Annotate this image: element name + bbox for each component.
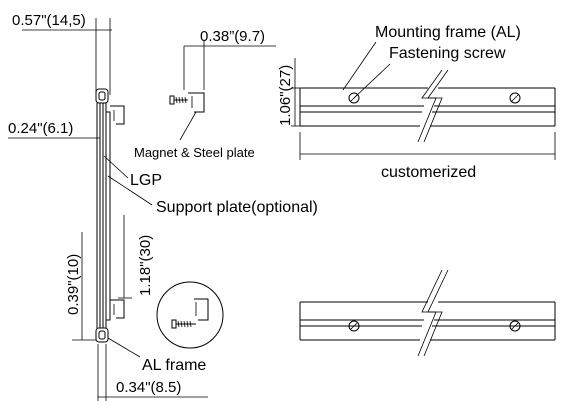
screw-icon bbox=[169, 95, 188, 105]
screw-icon bbox=[348, 92, 360, 104]
mounting-frame-label: Mounting frame (AL) bbox=[375, 24, 521, 41]
dim-top-width-label: 0.57"(14,5) bbox=[12, 12, 86, 29]
mounting-frame-top: Mounting frame (AL) Fastening screw 1.06… bbox=[277, 24, 556, 181]
break-line-icon bbox=[417, 269, 443, 357]
screw-icon bbox=[348, 320, 360, 332]
screw-detail-circle bbox=[156, 281, 224, 349]
dim-left-width-label: 0.24"(6.1) bbox=[8, 120, 73, 137]
dim-bottom-height-label: 0.39"(10) bbox=[65, 254, 82, 315]
magnet-detail-top: 0.38”(9.7) Magnet & Steel plate bbox=[134, 28, 276, 160]
dim-support-height-label: 1.18"(30) bbox=[137, 235, 154, 296]
dim-top-right-label: 0.38”(9.7) bbox=[200, 28, 265, 45]
screw-icon bbox=[509, 320, 521, 332]
support-plate-label: Support plate(optional) bbox=[156, 199, 318, 216]
fastening-screw-label: Fastening screw bbox=[389, 45, 506, 62]
side-profile: 0.57"(14,5) 0.24"(6.1) 1.18"(30) 0.39"(1… bbox=[8, 12, 318, 401]
magnet-label: Magnet & Steel plate bbox=[134, 145, 255, 160]
lgp-label: LGP bbox=[130, 172, 162, 189]
customerized-label: customerized bbox=[381, 164, 476, 181]
dim-bottom-width-label: 0.34"(8.5) bbox=[116, 379, 181, 396]
screw-icon bbox=[509, 92, 521, 104]
magnet-bracket-icon bbox=[188, 92, 205, 113]
mounting-frame-bottom bbox=[299, 269, 556, 357]
dim-frame-height-label: 1.06"(27) bbox=[277, 65, 294, 126]
al-frame-label: AL frame bbox=[142, 357, 206, 374]
